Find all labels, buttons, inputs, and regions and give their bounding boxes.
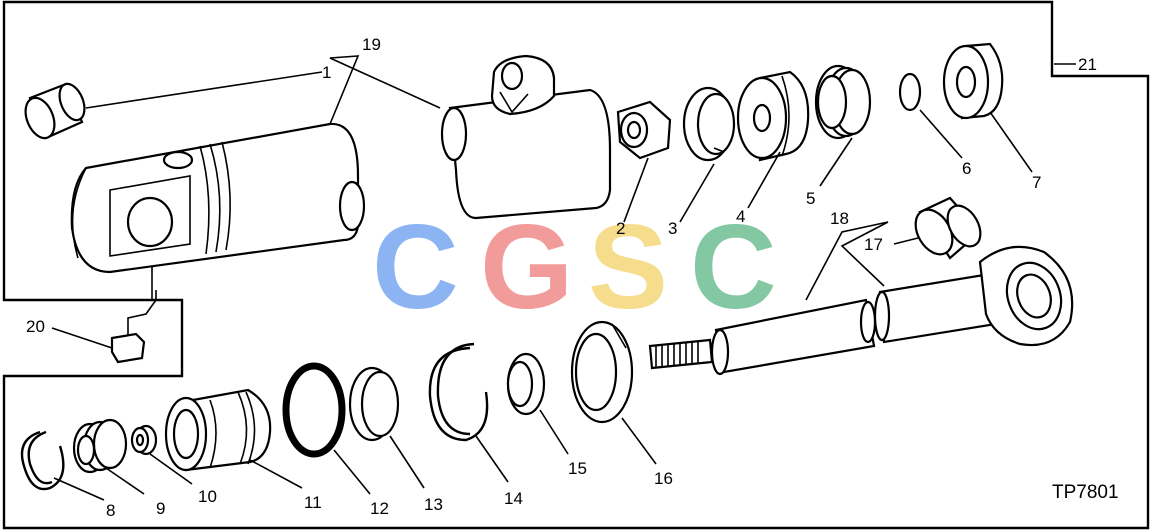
callout-19: 19 bbox=[362, 35, 381, 54]
callout-5: 5 bbox=[806, 189, 815, 208]
part-nut-2 bbox=[616, 100, 672, 160]
callout-1: 1 bbox=[322, 63, 331, 82]
callout-13: 13 bbox=[424, 495, 443, 514]
part-spring-9 bbox=[72, 418, 128, 474]
part-bushing-1 bbox=[24, 82, 86, 140]
callout-6: 6 bbox=[962, 159, 971, 178]
part-rod-18 bbox=[648, 245, 1074, 376]
callout-20: 20 bbox=[26, 317, 45, 336]
callout-7: 7 bbox=[1032, 173, 1041, 192]
part-cap-7 bbox=[942, 42, 1004, 120]
watermark: C G S C bbox=[372, 200, 777, 334]
callout-15: 15 bbox=[568, 459, 587, 478]
callout-9: 9 bbox=[156, 499, 165, 518]
callout-2: 2 bbox=[616, 219, 625, 238]
callout-16: 16 bbox=[654, 469, 673, 488]
callout-11: 11 bbox=[304, 493, 322, 512]
watermark-letter-c1: C bbox=[372, 200, 459, 334]
part-ring-3 bbox=[682, 86, 736, 162]
part-tube-19 bbox=[440, 54, 612, 220]
part-ring-13 bbox=[348, 366, 400, 442]
callouts: 1 2 3 4 5 6 7 8 9 10 11 12 13 14 15 16 1… bbox=[26, 35, 1097, 520]
part-bushing-17 bbox=[914, 196, 982, 260]
part-oring-6 bbox=[898, 72, 922, 112]
part-wiper-15 bbox=[506, 352, 546, 416]
watermark-letter-g: G bbox=[480, 200, 573, 334]
callout-12: 12 bbox=[370, 499, 389, 518]
reference-code: TP7801 bbox=[1052, 482, 1119, 503]
callout-10: 10 bbox=[198, 487, 217, 506]
callout-8: 8 bbox=[106, 501, 115, 520]
callout-4: 4 bbox=[736, 207, 745, 226]
part-piston-11 bbox=[164, 388, 272, 472]
callout-17: 17 bbox=[864, 235, 883, 254]
callout-18: 18 bbox=[830, 209, 849, 228]
watermark-letter-c2: C bbox=[690, 200, 777, 334]
part-snapring-8 bbox=[20, 430, 65, 491]
leader-lines bbox=[51, 55, 1076, 501]
part-seal-5 bbox=[814, 64, 872, 140]
callout-21: 21 bbox=[1078, 55, 1097, 74]
callout-3: 3 bbox=[668, 219, 677, 238]
watermark-letter-s: S bbox=[588, 200, 668, 334]
part-ring-14 bbox=[428, 342, 489, 442]
part-bushing-10 bbox=[130, 424, 158, 456]
callout-14: 14 bbox=[504, 489, 523, 508]
part-fitting-20 bbox=[110, 290, 157, 364]
part-ring-16 bbox=[570, 320, 634, 424]
part-gland-4 bbox=[736, 70, 810, 162]
part-cylinder-barrel bbox=[70, 122, 366, 300]
part-oring-12 bbox=[282, 362, 346, 458]
